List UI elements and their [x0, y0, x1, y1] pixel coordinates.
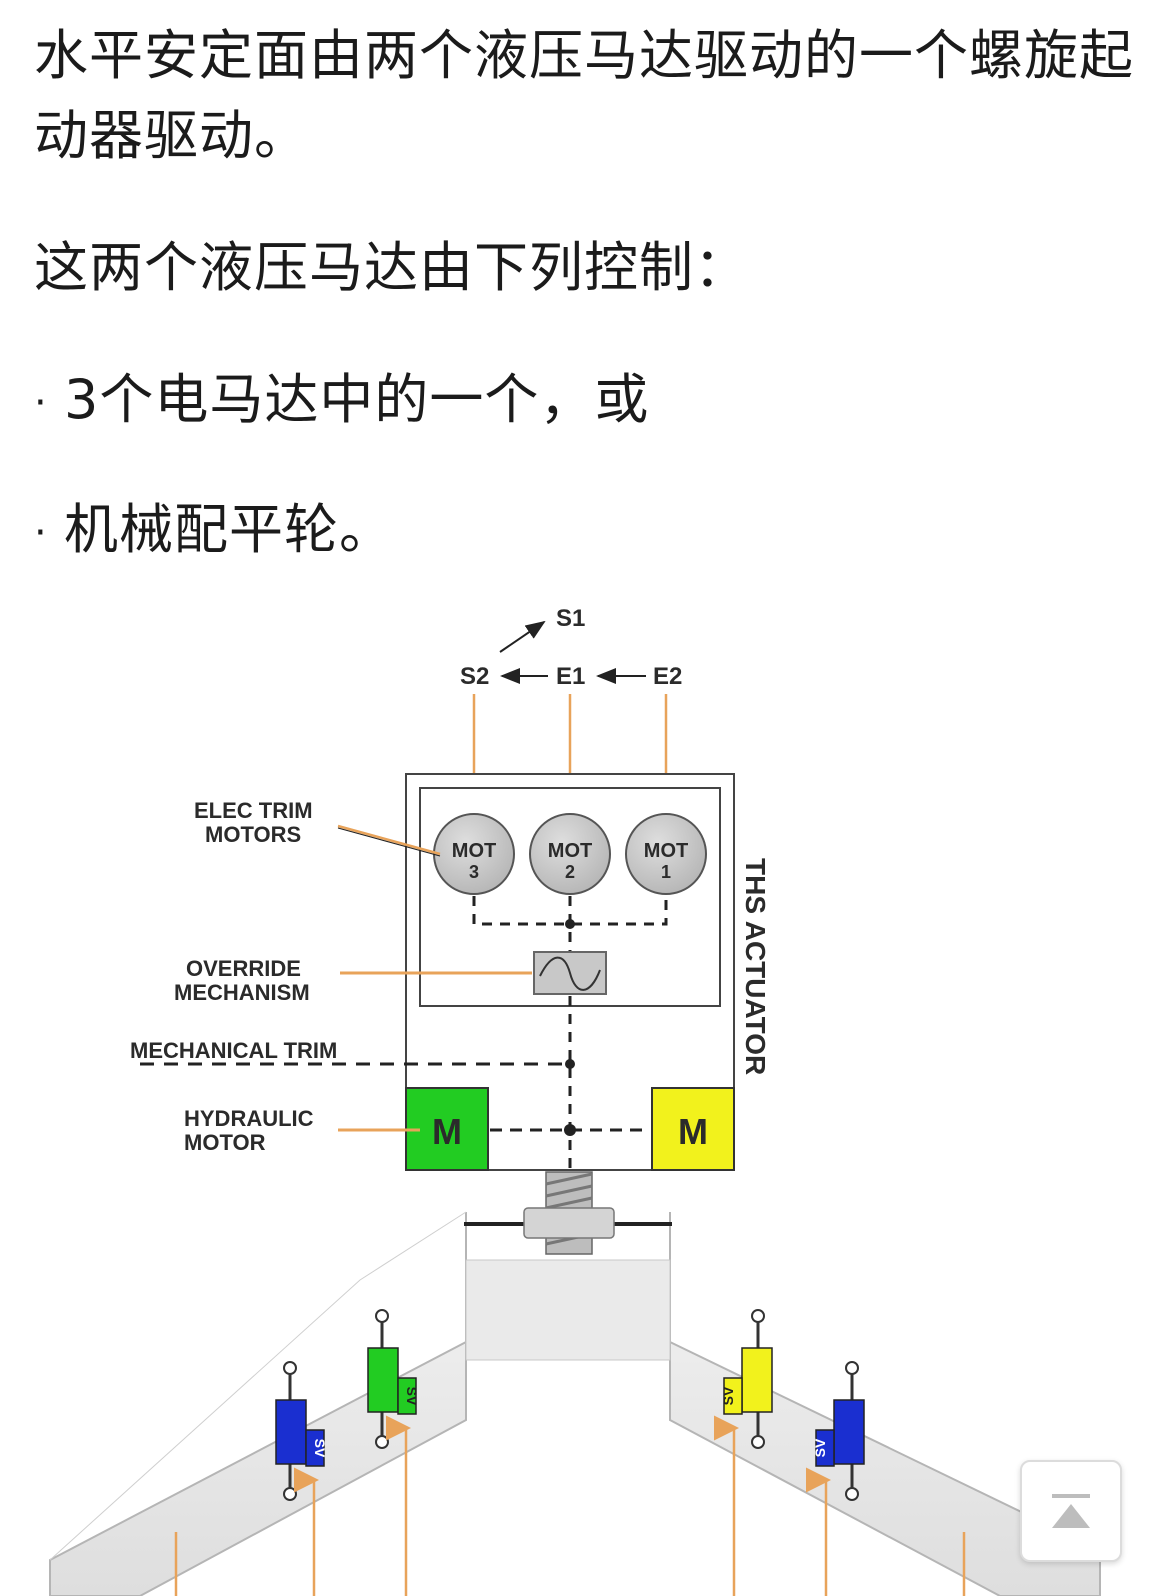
- mechanical-trim-label: MECHANICAL TRIM: [130, 1038, 337, 1063]
- bullet-dot: ·: [34, 380, 48, 427]
- svg-text:MOT: MOT: [644, 840, 688, 862]
- mot-2: MOT 2: [529, 813, 611, 895]
- svg-text:M: M: [432, 1111, 462, 1152]
- s1-arrow: [499, 620, 546, 653]
- svg-text:SV: SV: [720, 1386, 736, 1405]
- svg-text:MOT: MOT: [548, 840, 592, 862]
- bullet-text: 3个电马达中的一个，或: [64, 368, 650, 431]
- servo-valve-blue-left: SV: [275, 1361, 328, 1501]
- ths-actuator-diagram: S1 S2 E1 E2 MOT 3 MOT 2 MOT 1 M: [49, 605, 1101, 1596]
- svg-text:1: 1: [661, 862, 671, 882]
- arrow-to-top-icon: [1052, 1494, 1090, 1528]
- svg-text:SV: SV: [312, 1439, 328, 1458]
- elec-trim-motors-label: ELEC TRIM MOTORS: [194, 798, 319, 847]
- paragraph-1: 水平安定面由两个液压马达驱动的一个螺旋起动器驱动。: [34, 24, 1134, 167]
- motor-link-dashed: [472, 896, 668, 926]
- fuselage-section: [465, 1259, 671, 1361]
- bullet-text: 机械配平轮。: [64, 498, 394, 561]
- s2-label: S2: [460, 663, 489, 690]
- mot-1: MOT 1: [625, 813, 707, 895]
- svg-text:2: 2: [565, 862, 575, 882]
- servo-valve-green: SV: [367, 1309, 420, 1449]
- hydraulic-motor-yellow: M: [651, 1087, 735, 1171]
- scroll-to-top-button[interactable]: [1020, 1460, 1122, 1562]
- svg-text:SV: SV: [812, 1438, 828, 1457]
- bullet-dot: ·: [34, 510, 48, 557]
- e2-label: E2: [653, 663, 682, 690]
- svg-text:MOT: MOT: [452, 840, 496, 862]
- bullet-item-electric-motor: · 3个电马达中的一个，或: [34, 360, 649, 443]
- svg-text:SV: SV: [404, 1387, 420, 1406]
- svg-text:M: M: [678, 1111, 708, 1152]
- override-mechanism-box: [533, 951, 607, 995]
- e1-label: E1: [556, 663, 585, 690]
- servo-valve-yellow: SV: [720, 1309, 773, 1449]
- override-mechanism-label: OVERRIDE MECHANISM: [174, 956, 310, 1005]
- mot-3: MOT 3: [433, 813, 515, 895]
- ths-actuator-label: THS ACTUATOR: [740, 858, 771, 1075]
- svg-text:3: 3: [469, 862, 479, 882]
- s1-label: S1: [556, 605, 585, 632]
- screw-jack: [523, 1171, 615, 1255]
- hydraulic-motor-label: HYDRAULIC MOTOR: [184, 1106, 320, 1155]
- paragraph-2: 这两个液压马达由下列控制：: [34, 236, 749, 299]
- bullet-item-trim-wheel: · 机械配平轮。: [34, 490, 394, 573]
- servo-valve-blue-right: SV: [812, 1361, 865, 1501]
